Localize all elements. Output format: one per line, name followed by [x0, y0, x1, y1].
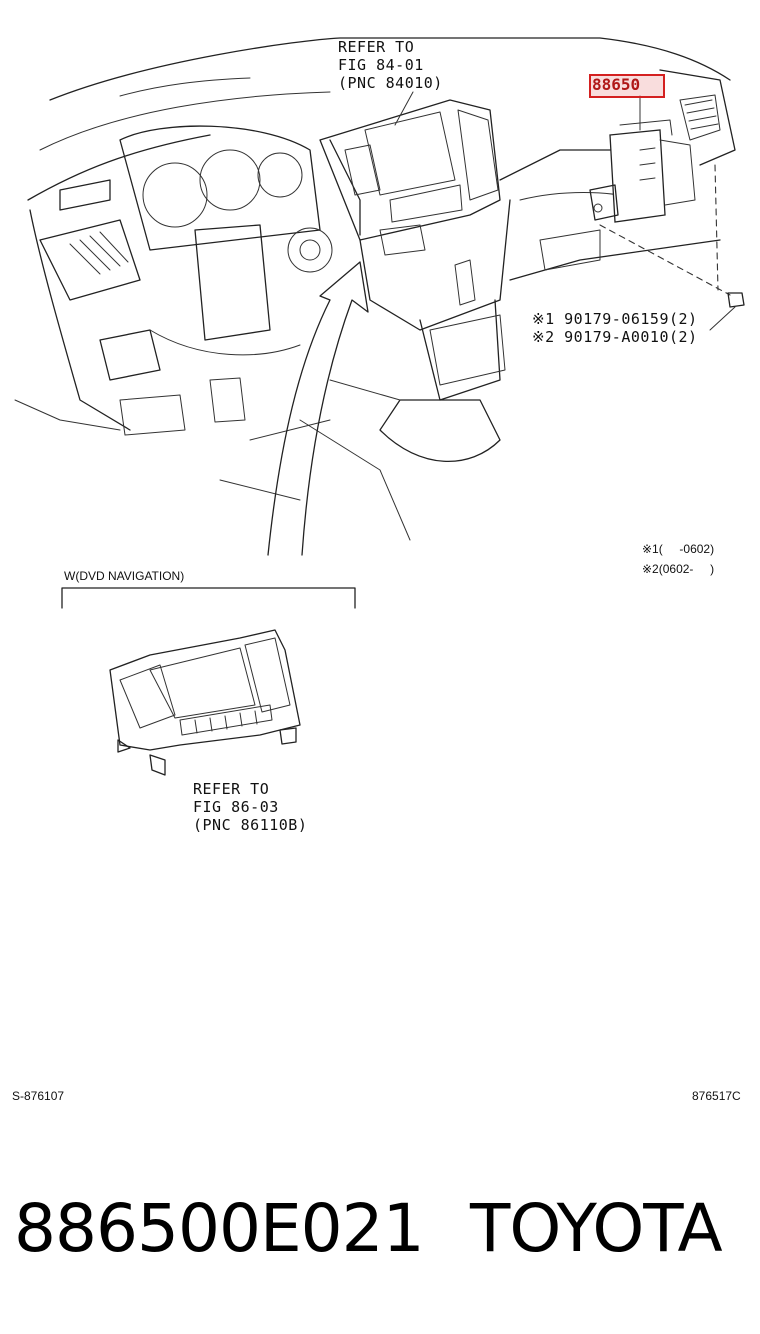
refer-fig-86-line-3: (PNC 86110B) — [193, 816, 308, 834]
note-2: ※2(0602- ) — [642, 562, 715, 576]
highlighted-part-number: 88650 — [592, 75, 641, 94]
refer-fig-86-line-1: REFER TO — [193, 780, 270, 798]
refer-fig-86-line-2: FIG 86-03 — [193, 798, 279, 816]
bolt-part-1: ※1 90179-06159(2) — [532, 310, 698, 328]
highlighted-part-label[interactable]: 88650 — [589, 74, 665, 98]
footer-left-code: S-876107 — [12, 1089, 65, 1103]
note-1: ※1( -0602) — [642, 542, 715, 556]
bolt-part-2: ※2 90179-A0010(2) — [532, 328, 698, 346]
caption-brand: TOYOTA — [470, 1190, 723, 1267]
footer-right-code: 876517C — [692, 1089, 741, 1103]
caption-part-number: 886500E021 — [14, 1190, 425, 1267]
refer-fig-84-line-2: FIG 84-01 — [338, 56, 424, 74]
refer-fig-84-line-1: REFER TO — [338, 38, 415, 56]
variant-label: W(DVD NAVIGATION) — [64, 569, 185, 583]
refer-fig-84-line-3: (PNC 84010) — [338, 74, 443, 92]
